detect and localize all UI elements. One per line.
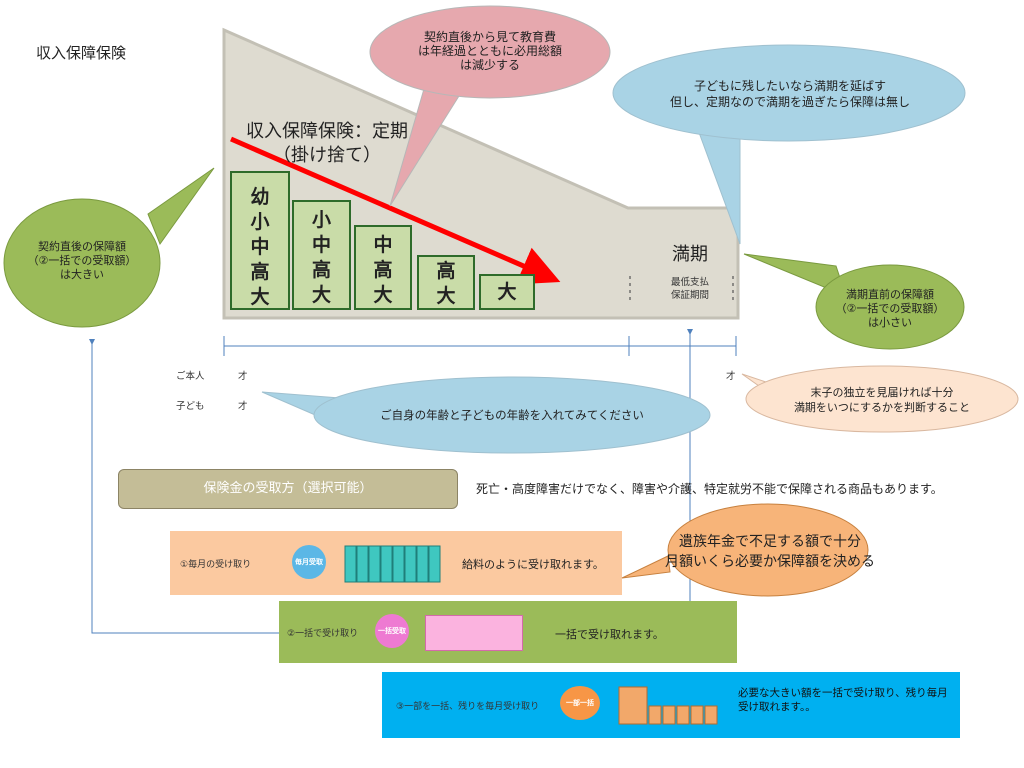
- stage-label: 大: [373, 284, 393, 306]
- stage-label: 小: [311, 209, 331, 231]
- age-self-label: ご本人: [176, 371, 205, 382]
- page-title: 収入保障保険: [36, 44, 127, 62]
- method-desc: 一括で受け取れます。: [555, 628, 664, 641]
- method-monthly: ①毎月の受け取り 毎月受取 給料のように受け取れます。: [170, 531, 622, 595]
- maturity-sub-line: 最低支払: [670, 277, 709, 288]
- bubble-line: 末子の独立を見届ければ十分: [810, 386, 954, 399]
- stage-label: 高: [373, 259, 393, 281]
- bubble-youngest-shape: [741, 365, 1019, 433]
- bubble-line: 契約直後の保障額: [38, 240, 126, 253]
- stage-column-5: 大: [479, 274, 535, 310]
- method-desc: 給料のように受け取れます。: [462, 558, 604, 571]
- stage-column-2: 小 中 高 大: [292, 200, 351, 310]
- bubble-age-shape: [261, 376, 711, 454]
- bubble-education: 契約直後から見て教育費 は年経過とともに必用総額 は減少する: [380, 30, 600, 72]
- bubble-final-shape: [743, 253, 965, 350]
- lump-bill-icon: [425, 615, 523, 651]
- bubble-line: 遺族年金で不足する額で十分: [679, 534, 861, 550]
- method-partial: ③一部を一括、残りを毎月受け取り 一部一括 必要な大きい額を一括で受け取り、残り…: [382, 672, 960, 738]
- bubble-line: （②一括での受取額）: [835, 302, 945, 315]
- bubble-initial: 契約直後の保障額 （②一括での受取額） は大きい: [14, 240, 150, 282]
- bubble-line: 満期直前の保障額: [846, 288, 934, 301]
- coverage-shape: [222, 27, 740, 320]
- stage-label: 高: [250, 261, 270, 283]
- bubble-line: 子どもに残したいなら満期を延ばす: [693, 79, 886, 93]
- method-label: ③一部を一括、残りを毎月受け取り: [396, 702, 540, 712]
- product-title: 収入保障保険：定期 （掛け捨て）: [232, 120, 422, 168]
- bubble-youngest: 末子の独立を見届ければ十分 満期をいつにするかを判断すること: [756, 385, 1008, 415]
- maturity-sub: 最低支払 保証期間: [650, 276, 730, 302]
- method-label: ①毎月の受け取り: [180, 560, 252, 570]
- bubble-pension: 遺族年金で不足する額で十分 月額いくら必要か保障額を決める: [660, 532, 880, 572]
- lump-tag-icon: 一括受取: [375, 614, 409, 648]
- monthly-tag-icon: 毎月受取: [292, 545, 326, 579]
- stage-column-1: 幼 小 中 高 大: [230, 171, 290, 310]
- bubble-line: は減少する: [459, 58, 520, 72]
- product-title-sub: （掛け捨て）: [273, 145, 381, 166]
- stage-label: 大: [436, 285, 456, 307]
- bubble-line: （②一括での受取額）: [27, 254, 137, 267]
- stage-label: 小: [250, 211, 270, 233]
- maturity-sub-line: 保証期間: [670, 290, 709, 301]
- stage-label: 高: [311, 259, 331, 281]
- bills-icon: [344, 545, 441, 583]
- age-maturity-unit: 才: [726, 371, 736, 382]
- decrease-arrow: [230, 136, 561, 285]
- stage-label: 中: [373, 234, 393, 256]
- bubble-pension-shape: [621, 503, 869, 597]
- stage-column-3: 中 高 大: [354, 225, 412, 310]
- bubble-line: 満期をいつにするかを判断すること: [793, 401, 971, 414]
- bubble-final: 満期直前の保障額 （②一括での受取額） は小さい: [822, 288, 958, 330]
- stage-label: 中: [311, 234, 331, 256]
- product-title-main: 収入保障保険：定期: [246, 121, 408, 142]
- partial-tag-icon: 一部一括: [560, 686, 600, 720]
- connector-line-initial: [89, 339, 282, 634]
- stage-column-4: 高 大: [417, 255, 475, 310]
- maturity-label: 満期: [672, 244, 708, 265]
- bubble-line: は小さい: [868, 316, 912, 329]
- bubble-extend: 子どもに残したいなら満期を延ばす 但し、定期なので満期を過ぎたら保障は無し: [630, 78, 950, 110]
- stage-label: 大: [311, 284, 331, 306]
- bubble-initial-shape: [3, 167, 215, 328]
- method-label: ②一括で受け取り: [287, 629, 359, 639]
- timeline: [223, 336, 737, 356]
- bubble-line: 契約直後から見て教育費: [423, 30, 556, 44]
- age-child-label: 子ども: [176, 401, 205, 412]
- age-child-unit: 才: [238, 401, 248, 412]
- bubble-line: は大きい: [60, 268, 104, 281]
- payout-note: 死亡・高度障害だけでなく、障害や介護、特定就労不能で保障される商品もあります。: [476, 482, 943, 496]
- method-lump-sum: ②一括で受け取り 一括受取 一括で受け取れます。: [279, 601, 737, 663]
- bubble-age-input: ご自身の年齢と子どもの年齢を入れてみてください: [340, 408, 684, 422]
- stage-label: 幼: [250, 186, 270, 208]
- bubble-line: は年経過とともに必用総額: [417, 44, 562, 58]
- stage-label: 大: [497, 281, 517, 303]
- bubble-line: 月額いくら必要か保障額を決める: [665, 554, 875, 570]
- bubble-education-shape: [369, 5, 611, 207]
- stage-label: 大: [250, 286, 270, 308]
- mixed-bills-icon: [618, 686, 718, 725]
- stage-label: 高: [436, 260, 456, 282]
- method-desc: 必要な大きい額を一括で受け取り、残り毎月受け取れます。。: [738, 687, 948, 713]
- stage-label: 中: [250, 236, 270, 258]
- bubble-extend-shape: [612, 44, 966, 245]
- bubble-line: 但し、定期なので満期を過ぎたら保障は無し: [669, 95, 910, 109]
- age-self-unit: 才: [238, 371, 248, 382]
- bubble-line: ご自身の年齢と子どもの年齢を入れてみてください: [380, 408, 644, 422]
- payout-header: 保険金の受取方（選択可能）: [118, 469, 458, 509]
